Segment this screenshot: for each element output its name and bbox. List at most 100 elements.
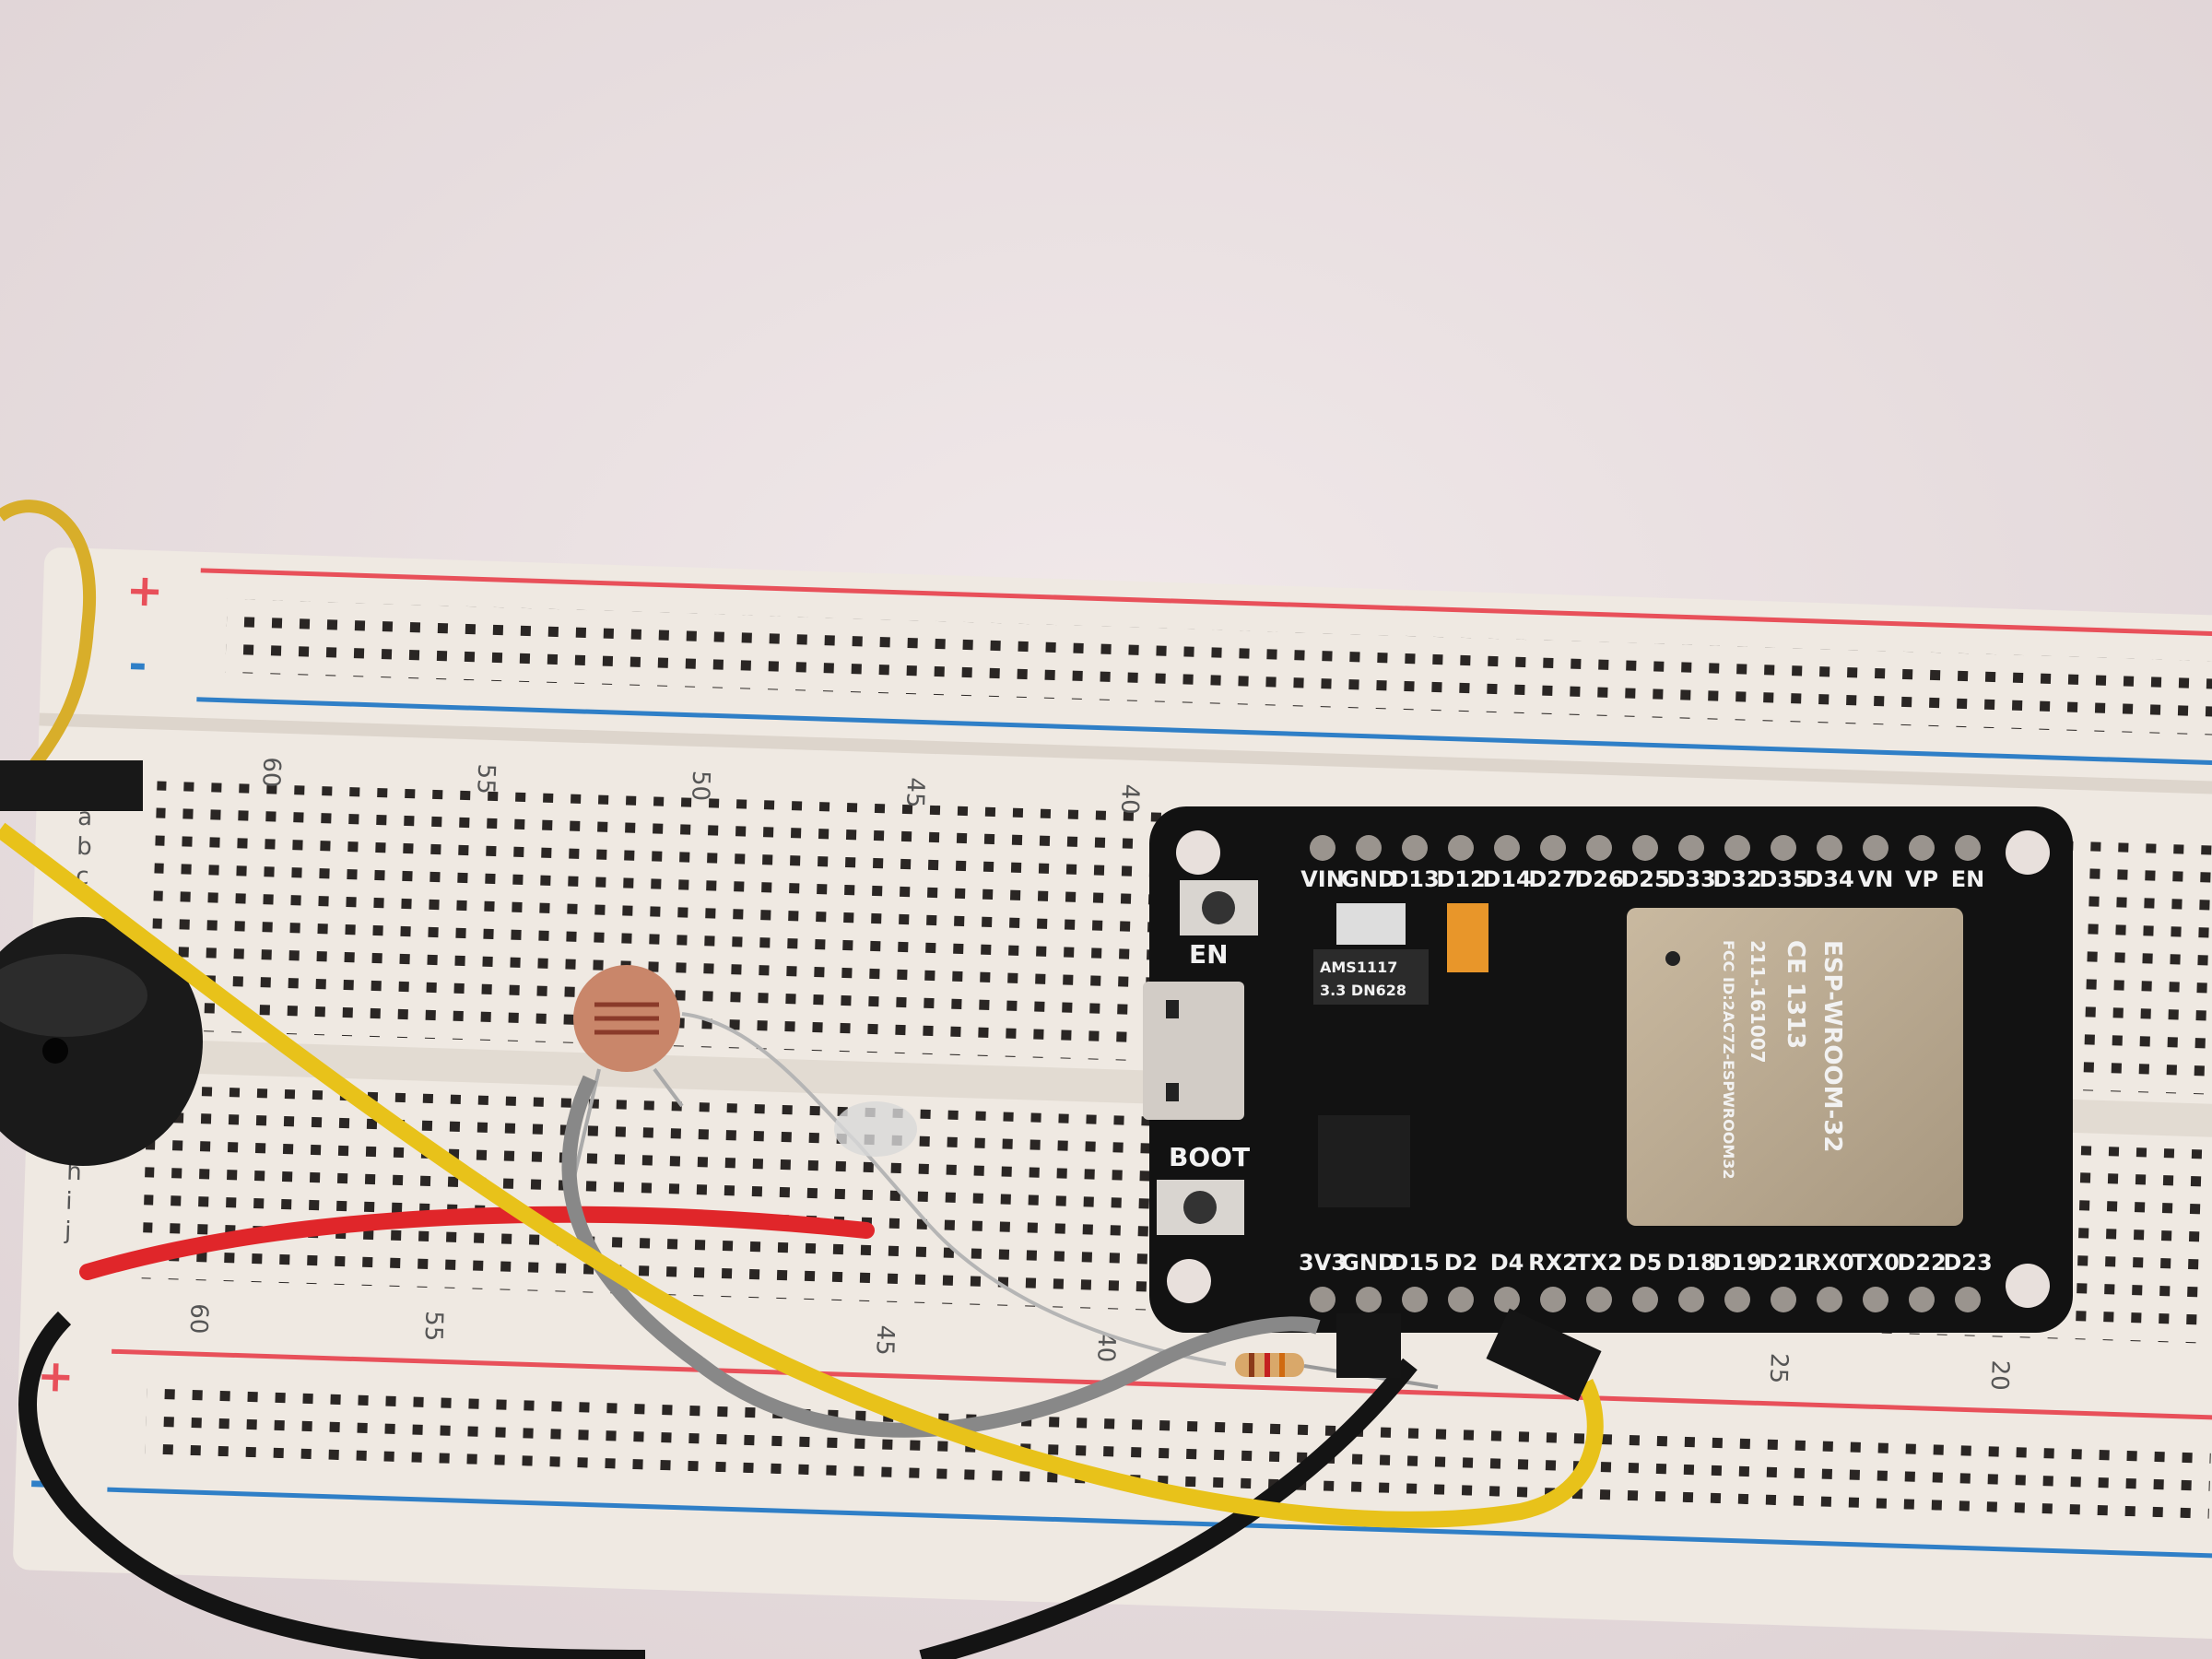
header-pin [1540, 835, 1566, 861]
header-pin [1402, 835, 1428, 861]
header-pin [1540, 1287, 1566, 1312]
pin-label-d13: D13 [1390, 866, 1439, 892]
rail-minus-sign: - [128, 638, 148, 690]
header-pin [1356, 835, 1382, 861]
module-text-4: FCC ID:2AC7Z-ESPWROOM32 [1720, 940, 1737, 1180]
regulator-text-2: 3.3 DN628 [1320, 982, 1406, 999]
pin-label-tx2: TX2 [1575, 1250, 1623, 1276]
pin-label-3v3: 3V3 [1299, 1250, 1347, 1276]
voltage-regulator: AMS1117 3.3 DN628 [1313, 903, 1429, 1005]
header-pin [1448, 835, 1474, 861]
pin-label-d12: D12 [1436, 866, 1485, 892]
pin-label-d14: D14 [1482, 866, 1531, 892]
mount-hole [2006, 1264, 2050, 1308]
header-pin [1632, 835, 1658, 861]
header-pin [1863, 835, 1888, 861]
rail-holes [145, 1380, 2212, 1519]
header-pin [1586, 835, 1612, 861]
column-number: 55 [419, 1311, 448, 1342]
header-pin [1724, 1287, 1750, 1312]
bottom-power-rail: + - [29, 1348, 2212, 1559]
boot-label: BOOT [1169, 1142, 1250, 1172]
row-letter: j [64, 1218, 72, 1245]
header-pin [1817, 1287, 1842, 1312]
pin-label-vn: VN [1858, 866, 1894, 892]
rail-red-line [112, 1348, 2212, 1420]
mount-hole [1167, 1259, 1211, 1303]
pin-label-d5: D5 [1629, 1250, 1663, 1276]
pin-label-d35: D35 [1759, 866, 1807, 892]
header-pin [1955, 1287, 1981, 1312]
column-number: 40 [1115, 783, 1144, 815]
module-text-3: 211-161007 [1747, 940, 1769, 1064]
pin-label-d15: D15 [1390, 1250, 1439, 1276]
rail-divider [39, 712, 2212, 796]
yellow-wire-end-connector [1486, 1308, 1602, 1402]
pin-label-d34: D34 [1805, 866, 1853, 892]
column-number: 20 [1985, 1359, 2014, 1391]
pin-label-d2: D2 [1444, 1250, 1478, 1276]
column-number: 60 [184, 1303, 213, 1335]
top-power-rail: + - [125, 564, 2212, 767]
header-pin [1494, 1287, 1520, 1312]
rail-red-line [200, 568, 2212, 638]
pin-label-en: EN [1951, 866, 1984, 892]
micro-usb-port[interactable] [1143, 982, 1244, 1120]
en-button[interactable] [1180, 880, 1258, 935]
pin-label-gnd: GND [1341, 866, 1396, 892]
pin-label-d4: D4 [1490, 1250, 1524, 1276]
module-text-1: ESP-WROOM-32 [1818, 940, 1846, 1152]
boot-button[interactable] [1157, 1180, 1244, 1235]
header-pin [1909, 835, 1935, 861]
gray-jumper-wire [561, 1075, 1321, 1438]
header-pin [1310, 1287, 1335, 1312]
yellow-jumper-wire-top [0, 500, 96, 779]
pin-label-d19: D19 [1712, 1250, 1761, 1276]
header-pin [1402, 1287, 1428, 1312]
pin-label-rx2: RX2 [1528, 1250, 1578, 1276]
header-pin [1678, 1287, 1704, 1312]
column-number: 50 [686, 771, 714, 802]
pin-label-tx0: TX0 [1852, 1250, 1900, 1276]
solder-joint [834, 1101, 917, 1157]
header-pin [1771, 835, 1796, 861]
header-pin [1678, 835, 1704, 861]
pin-label-vin: VIN [1300, 866, 1345, 892]
header-pin [1771, 1287, 1796, 1312]
pin-label-vp: VP [1905, 866, 1938, 892]
rail-blue-line [107, 1487, 2212, 1559]
header-pin [1955, 835, 1981, 861]
red-jumper-wire [79, 1206, 875, 1280]
header-pin [1817, 835, 1842, 861]
black-jumper-wire [18, 1311, 1418, 1659]
column-number: 45 [870, 1324, 899, 1356]
mount-hole [2006, 830, 2050, 875]
header-pin [1863, 1287, 1888, 1312]
rail-holes [225, 598, 2212, 736]
header-pin [1724, 835, 1750, 861]
pin-label-gnd: GND [1341, 1250, 1396, 1276]
row-letter: i [65, 1188, 73, 1216]
pin-label-d18: D18 [1666, 1250, 1715, 1276]
piezo-buzzer [0, 917, 203, 1166]
column-number: 25 [1764, 1353, 1793, 1384]
pin-label-d32: D32 [1712, 866, 1761, 892]
pin-label-d22: D22 [1897, 1250, 1946, 1276]
pin-label-d23: D23 [1943, 1250, 1992, 1276]
pin-label-rx0: RX0 [1805, 1250, 1854, 1276]
row-letter: b [76, 833, 92, 862]
pin-label-d27: D27 [1528, 866, 1577, 892]
ldr-lead-wire [681, 1012, 1227, 1366]
module-text-2: CE 1313 [1782, 940, 1809, 1049]
black-wire-connector [1336, 1313, 1401, 1378]
pin-label-d26: D26 [1574, 866, 1623, 892]
pin-label-d21: D21 [1759, 1250, 1807, 1276]
column-number: 60 [256, 757, 285, 788]
header-pin [1494, 835, 1520, 861]
